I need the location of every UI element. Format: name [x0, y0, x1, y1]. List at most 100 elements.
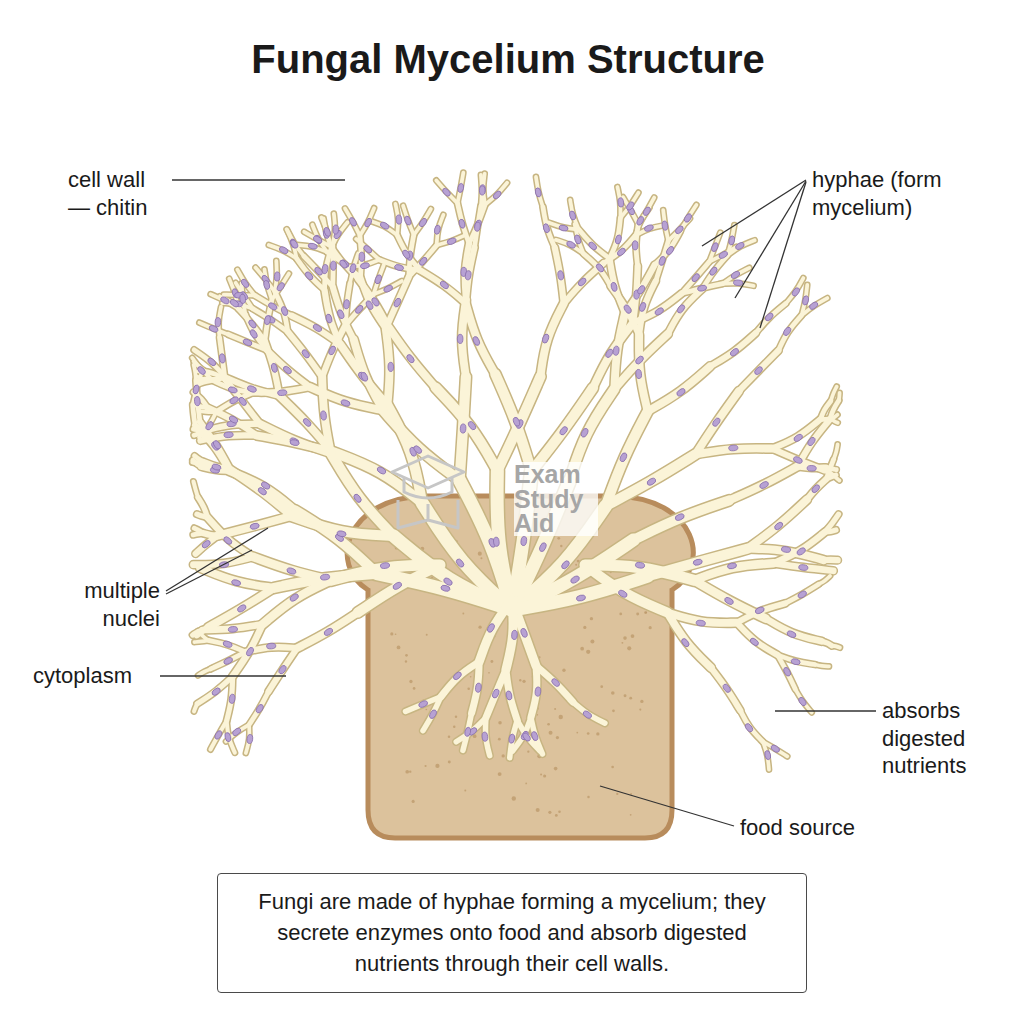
hypha-outline	[389, 327, 436, 387]
hypha	[194, 528, 203, 533]
nucleus	[661, 221, 668, 231]
nucleus	[276, 281, 286, 292]
hypha-outline	[774, 563, 834, 571]
hypha-outline	[832, 646, 840, 648]
nucleus	[405, 353, 415, 364]
nucleus	[266, 643, 276, 649]
nucleus	[441, 187, 451, 198]
hypha	[230, 470, 291, 516]
nucleus	[304, 271, 314, 282]
hypha-outline	[825, 530, 836, 532]
hyphae-label-slot: hyphae (form mycelium)	[812, 166, 1002, 221]
hypha-outline	[460, 377, 466, 480]
nucleus	[683, 213, 693, 224]
nucleus	[464, 727, 472, 737]
nucleus	[240, 278, 250, 289]
hypha-outline	[540, 304, 563, 377]
hypha	[199, 412, 216, 438]
hypha	[474, 206, 480, 247]
hypha	[354, 339, 383, 410]
nucleus	[635, 369, 642, 379]
nucleus	[728, 445, 738, 451]
nucleus	[349, 263, 357, 273]
nucleus	[208, 324, 219, 333]
nucleus	[730, 270, 741, 280]
hypha-outline	[436, 180, 457, 203]
crumb	[624, 694, 627, 697]
crumb	[498, 772, 502, 776]
crumb	[519, 679, 521, 681]
hypha-outline	[785, 584, 818, 603]
hypha	[485, 183, 507, 205]
nucleus	[595, 263, 605, 274]
hypha	[304, 256, 333, 287]
hypha	[695, 391, 738, 454]
crumb	[560, 545, 562, 547]
hypha	[766, 619, 822, 642]
nuclei	[192, 183, 821, 760]
nucleus	[479, 186, 485, 195]
nucleus	[380, 562, 390, 569]
nucleus	[558, 224, 568, 232]
hypha-outline	[197, 377, 204, 380]
hypha	[216, 393, 253, 412]
hypha	[287, 230, 304, 256]
nucleus	[754, 606, 765, 615]
hypha	[837, 393, 842, 401]
crumb	[621, 642, 623, 644]
nucleus	[722, 683, 732, 694]
leader-line	[160, 675, 286, 676]
food-source-label-slot: food source	[740, 814, 890, 842]
crumb	[580, 647, 584, 651]
nucleus	[711, 417, 721, 428]
crumb	[478, 626, 481, 629]
nucleus	[733, 280, 743, 286]
nucleus	[557, 270, 564, 280]
nucleus	[264, 315, 271, 325]
crumb	[536, 808, 540, 812]
nucleus	[674, 513, 685, 522]
hypha-outline	[474, 206, 480, 247]
nucleus	[782, 326, 792, 337]
hypha	[358, 565, 440, 613]
nucleus	[302, 417, 312, 428]
hypha	[807, 479, 826, 500]
nucleus	[289, 239, 299, 250]
hypha	[585, 565, 667, 613]
nucleus	[229, 298, 240, 308]
nucleus	[247, 734, 254, 744]
hypha	[573, 702, 605, 723]
leader-line	[702, 180, 806, 246]
crumb	[527, 751, 529, 753]
crumb	[405, 654, 408, 657]
nucleus	[278, 246, 289, 255]
nucleus	[280, 306, 288, 316]
nucleus	[460, 424, 466, 434]
hypha-outline	[193, 481, 198, 497]
nucleus	[224, 432, 234, 438]
nucleus	[559, 425, 569, 436]
hypha	[555, 248, 564, 304]
crumb	[435, 764, 439, 768]
nucleus	[711, 242, 719, 253]
nucleus	[636, 284, 646, 295]
mortarboard-cap	[404, 478, 452, 498]
hypha	[249, 692, 268, 725]
crumb	[557, 537, 560, 540]
crumb	[556, 736, 559, 739]
hypha	[193, 405, 195, 426]
nucleus	[396, 215, 402, 224]
nucleus	[360, 262, 370, 270]
hypha	[737, 623, 778, 655]
nucleus	[242, 338, 253, 347]
hypha	[437, 235, 466, 245]
hypha	[834, 444, 838, 459]
book	[398, 500, 458, 528]
nucleus	[348, 216, 357, 227]
hypha	[463, 713, 472, 750]
hypha	[774, 563, 834, 571]
nucleus	[333, 225, 339, 234]
nucleus	[474, 222, 481, 232]
hypha-outline	[795, 689, 811, 712]
nucleus	[455, 558, 465, 569]
